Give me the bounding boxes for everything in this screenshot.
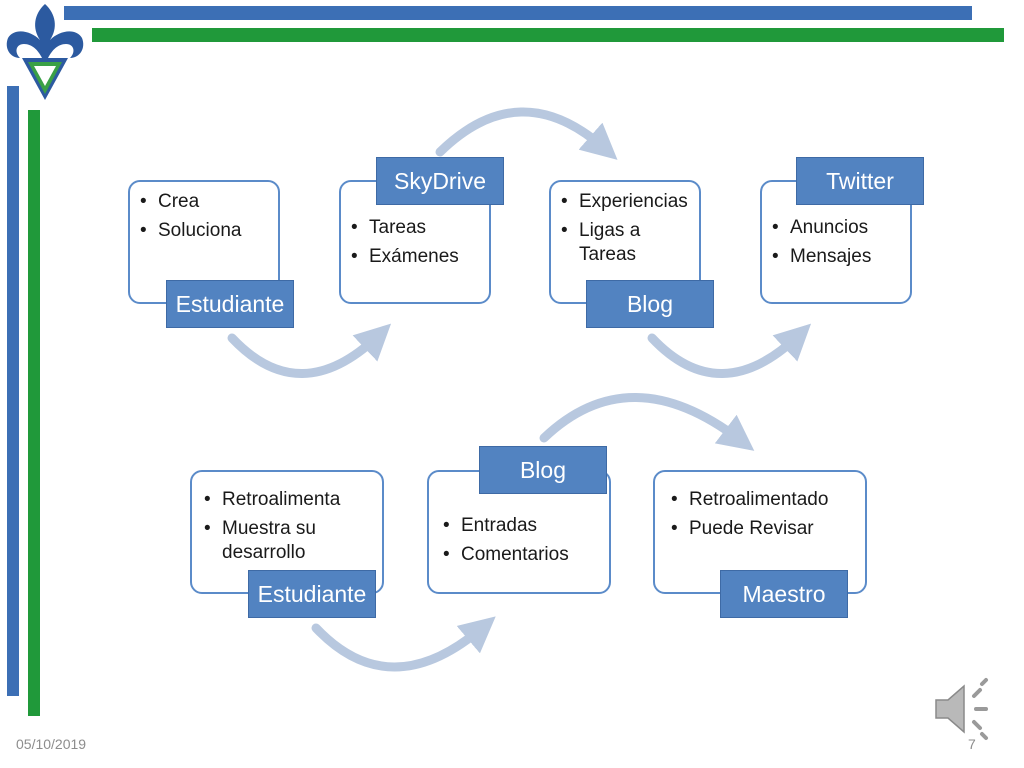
tag-blog-top: Blog <box>586 280 714 328</box>
tag-estudiante-top: Estudiante <box>166 280 294 328</box>
card-item: Muestra su desarrollo <box>204 517 352 565</box>
card-item: Ligas a Tareas <box>561 219 659 267</box>
top-blue-bar <box>64 6 972 20</box>
card-item: Experiencias <box>561 190 699 214</box>
card-item: Puede Revisar <box>671 517 865 541</box>
card-item: Soluciona <box>140 219 278 243</box>
left-blue-bar <box>7 86 19 696</box>
tag-skydrive: SkyDrive <box>376 157 504 205</box>
tag-twitter: Twitter <box>796 157 924 205</box>
card-item: Exámenes <box>351 245 489 269</box>
card-item: Retroalimentado <box>671 488 865 512</box>
arrow-estudiante-to-blog-bottom <box>311 616 496 672</box>
arrow-estudiante-to-skydrive <box>227 323 392 378</box>
card-item: Anuncios <box>772 216 910 240</box>
arrow-skydrive-to-blog <box>435 107 618 160</box>
top-green-bar <box>92 28 1004 42</box>
tag-estudiante-bottom: Estudiante <box>248 570 376 618</box>
footer-page-number: 7 <box>968 736 976 752</box>
card-item: Crea <box>140 190 278 214</box>
tag-blog-bottom: Blog <box>479 446 607 494</box>
card-item: Tareas <box>351 216 489 240</box>
speaker-icon[interactable] <box>930 674 1000 744</box>
arrow-blog-to-maestro <box>539 393 755 451</box>
tag-maestro: Maestro <box>720 570 848 618</box>
left-green-bar <box>28 110 40 716</box>
card-item: Retroalimenta <box>204 488 382 512</box>
card-item: Entradas <box>443 514 609 538</box>
arrow-blog-to-twitter <box>647 323 812 378</box>
footer-date: 05/10/2019 <box>16 736 87 752</box>
uv-logo <box>6 4 84 100</box>
card-item: Comentarios <box>443 543 609 567</box>
card-item: Mensajes <box>772 245 910 269</box>
